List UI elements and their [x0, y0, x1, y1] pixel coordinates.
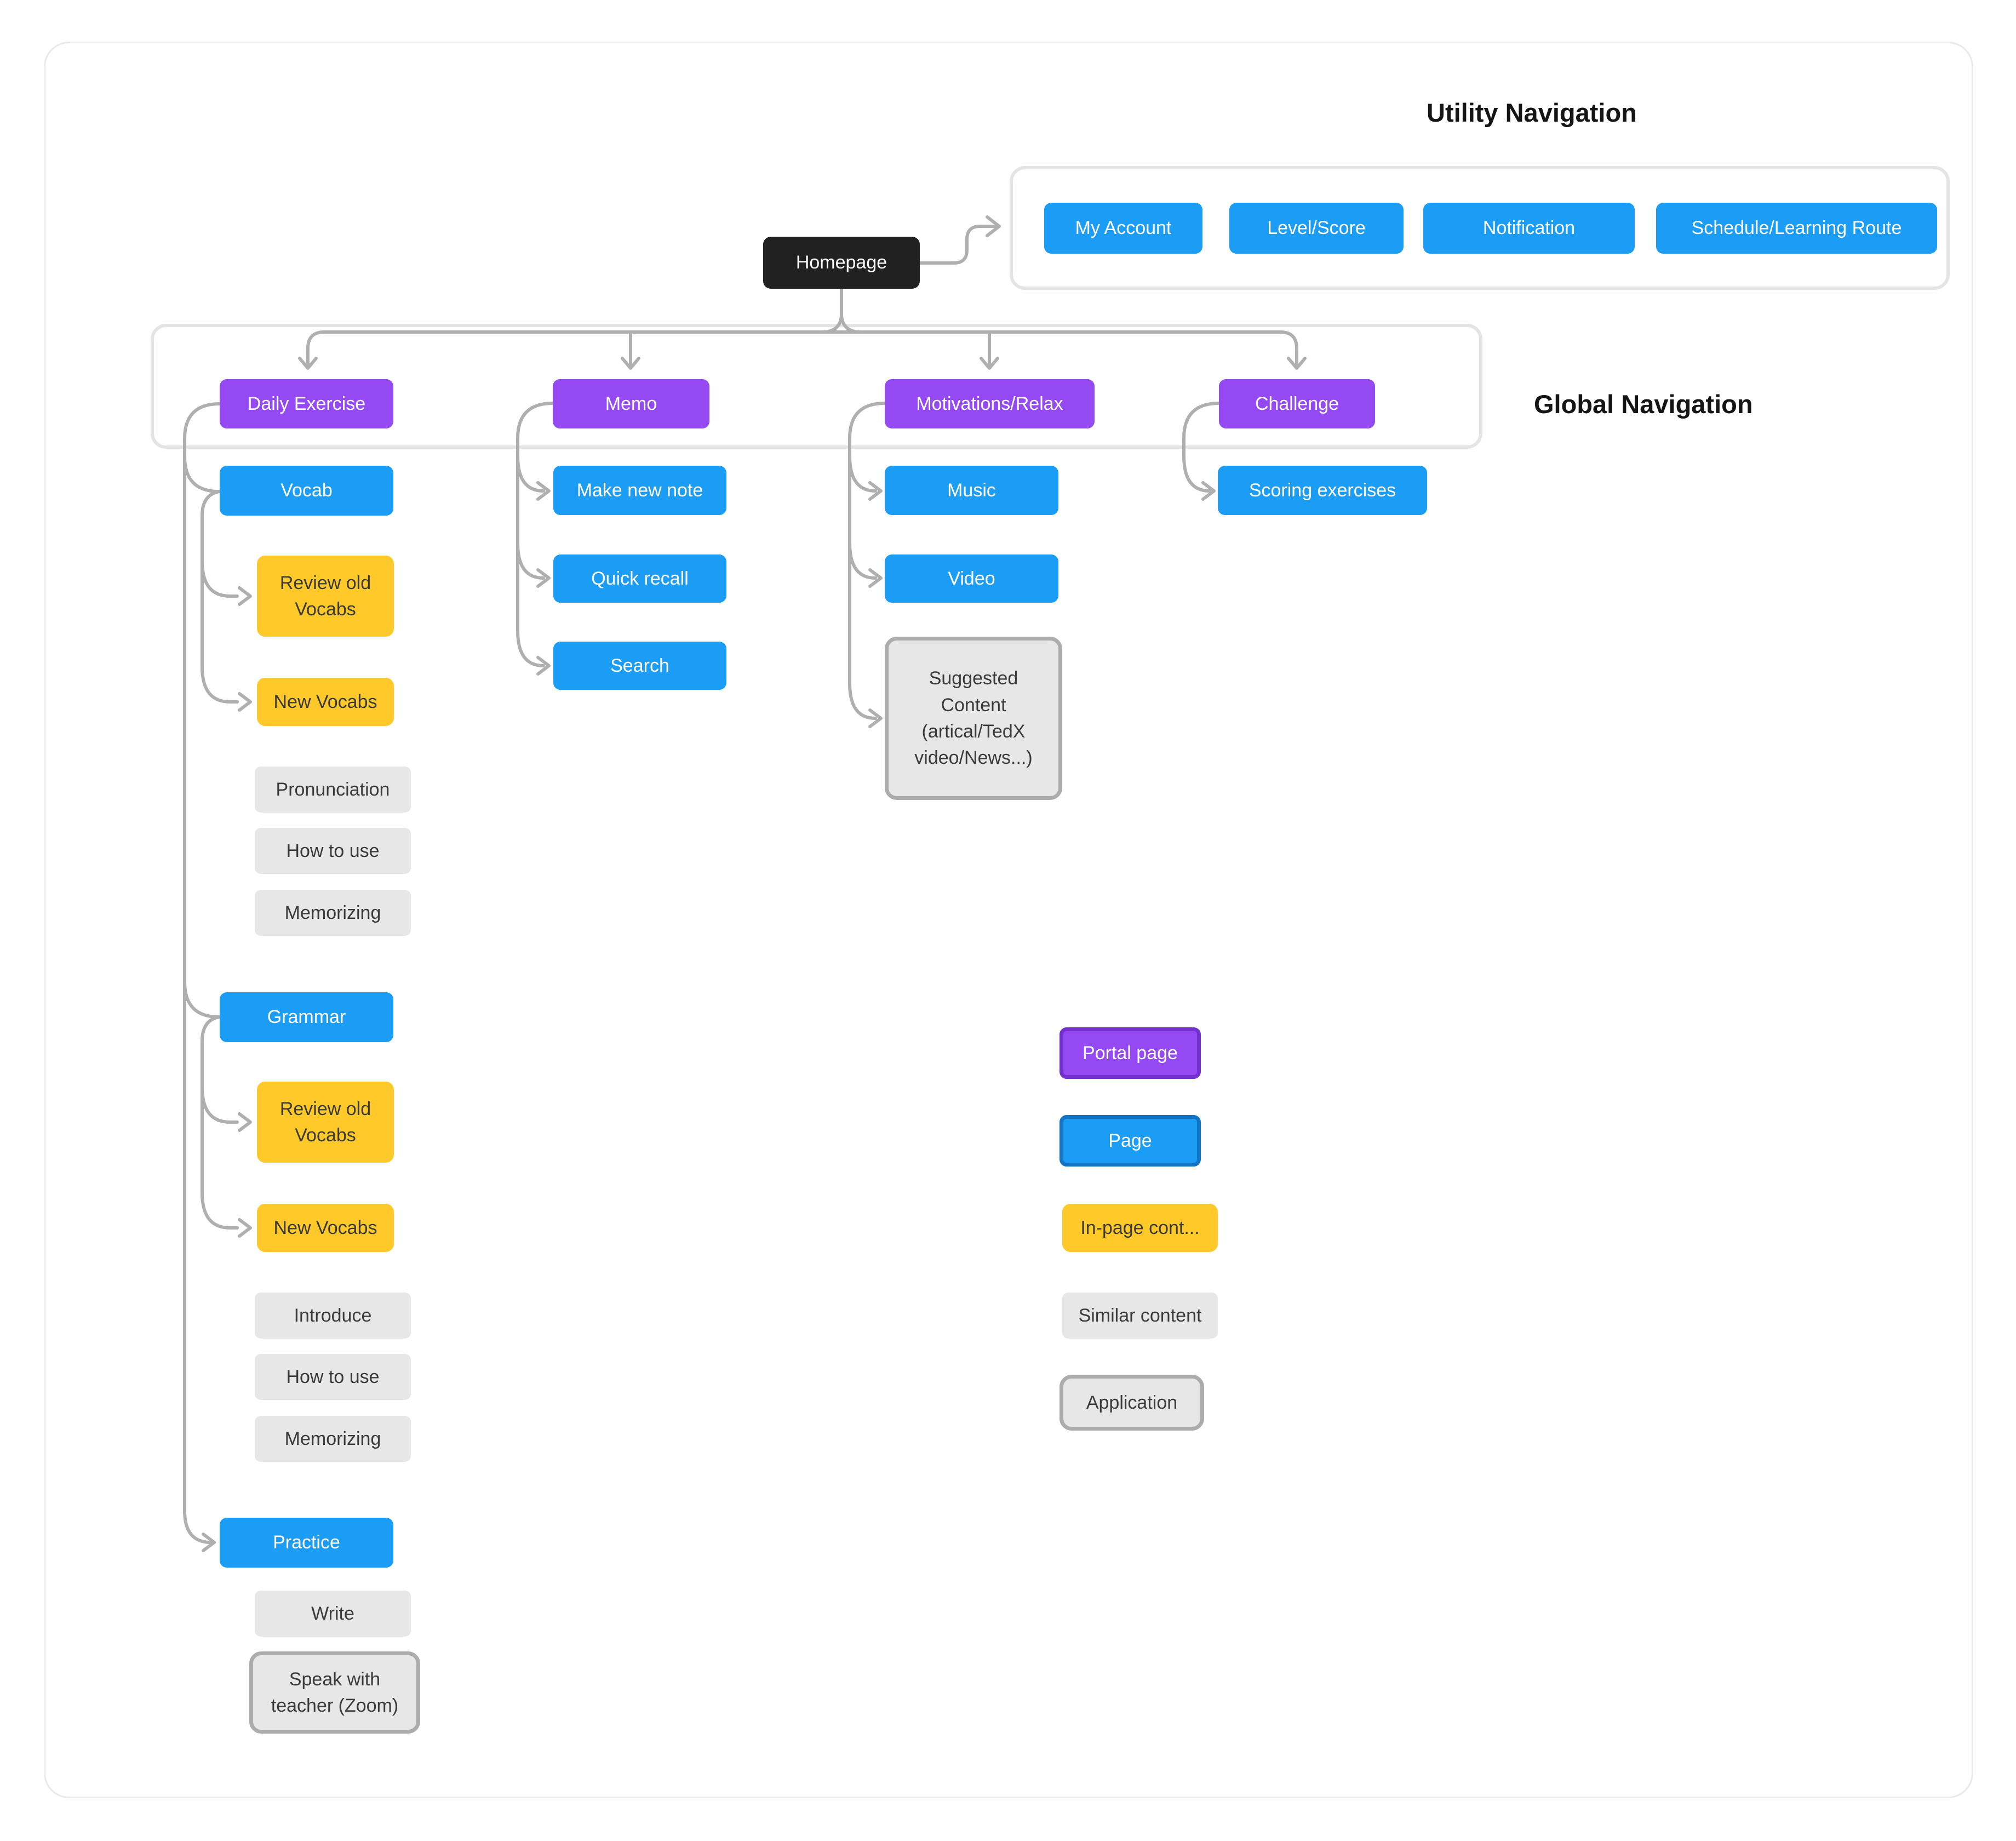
utility-nav-item-schedule-learning-route[interactable]: Schedule/Learning Route [1656, 203, 1937, 254]
utility-nav-item-level-score[interactable]: Level/Score [1229, 203, 1404, 254]
page-video[interactable]: Video [885, 554, 1058, 603]
page-practice[interactable]: Practice [220, 1518, 393, 1568]
legend-portal-page[interactable]: Portal page [1059, 1027, 1201, 1079]
inpage-review-old-vocabs-2[interactable]: Review old Vocabs [257, 1082, 394, 1163]
inpage-new-vocabs-1[interactable]: New Vocabs [257, 678, 394, 726]
utility-navigation-title: Utility Navigation [1427, 98, 1637, 127]
page-grammar[interactable]: Grammar [220, 992, 393, 1042]
content-pronunciation[interactable]: Pronunciation [255, 767, 411, 813]
global-nav-item-memo[interactable]: Memo [553, 379, 709, 428]
utility-nav-item-my-account[interactable]: My Account [1044, 203, 1202, 254]
homepage-node[interactable]: Homepage [763, 237, 920, 289]
application-suggested-content[interactable]: Suggested Content (artical/TedX video/Ne… [885, 637, 1062, 800]
global-nav-item-daily-exercise[interactable]: Daily Exercise [220, 379, 393, 428]
global-nav-item-motivations-relax[interactable]: Motivations/Relax [885, 379, 1095, 428]
inpage-new-vocabs-2[interactable]: New Vocabs [257, 1204, 394, 1252]
legend-similar-content[interactable]: Similar content [1062, 1293, 1218, 1339]
page-scoring-exercises[interactable]: Scoring exercises [1218, 466, 1427, 515]
content-how-to-use-1[interactable]: How to use [255, 828, 411, 874]
page-make-new-note[interactable]: Make new note [553, 466, 726, 515]
legend-in-page-content[interactable]: In-page cont... [1062, 1204, 1218, 1252]
application-speak-with-teacher-zoom[interactable]: Speak with teacher (Zoom) [249, 1651, 420, 1734]
legend-page[interactable]: Page [1059, 1115, 1201, 1167]
page-music[interactable]: Music [885, 466, 1058, 515]
inpage-review-old-vocabs-1[interactable]: Review old Vocabs [257, 556, 394, 637]
content-memorizing-2[interactable]: Memorizing [255, 1416, 411, 1462]
global-nav-item-challenge[interactable]: Challenge [1219, 379, 1375, 428]
content-memorizing-1[interactable]: Memorizing [255, 890, 411, 936]
utility-nav-item-notification[interactable]: Notification [1423, 203, 1635, 254]
content-how-to-use-2[interactable]: How to use [255, 1354, 411, 1400]
legend-application[interactable]: Application [1059, 1375, 1204, 1431]
content-write[interactable]: Write [255, 1591, 411, 1637]
page-search[interactable]: Search [553, 642, 726, 690]
page-quick-recall[interactable]: Quick recall [553, 554, 726, 603]
content-introduce[interactable]: Introduce [255, 1293, 411, 1339]
global-navigation-title: Global Navigation [1534, 390, 1753, 419]
page-vocab[interactable]: Vocab [220, 466, 393, 516]
